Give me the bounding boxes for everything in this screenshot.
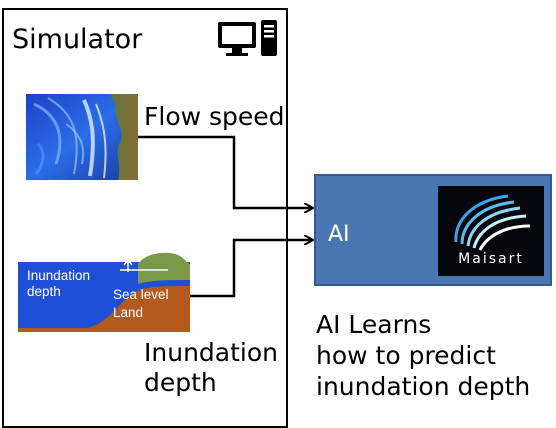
flow-speed-image <box>26 94 138 180</box>
diagram-sea-level: Sea level <box>113 287 169 302</box>
maisart-logo: Maisart <box>438 186 544 276</box>
inundation-label-line2: depth <box>144 368 217 397</box>
maisart-swoosh-icon <box>454 194 531 251</box>
flow-speed-arrow <box>138 135 312 208</box>
ai-caption-line2: how to predict <box>316 341 496 370</box>
flow-speed-label: Flow speed <box>144 102 285 131</box>
diagram-inundation-line1: Inundation <box>27 268 91 283</box>
simulator-title: Simulator <box>12 24 143 55</box>
ai-caption-line3: inundation depth <box>316 372 531 401</box>
diagram-inundation-line2: depth <box>27 284 61 299</box>
maisart-logo-text: Maisart <box>458 251 524 267</box>
inundation-diagram <box>18 252 190 332</box>
diagram-land: Land <box>113 305 144 320</box>
ai-label: AI <box>328 222 350 247</box>
connector-arrows <box>138 135 556 298</box>
inundation-label-line1: Inundation <box>144 338 278 367</box>
inundation-arrow <box>190 240 312 298</box>
ai-caption-line1: AI Learns <box>316 310 432 339</box>
desktop-computer-icon <box>218 20 277 56</box>
